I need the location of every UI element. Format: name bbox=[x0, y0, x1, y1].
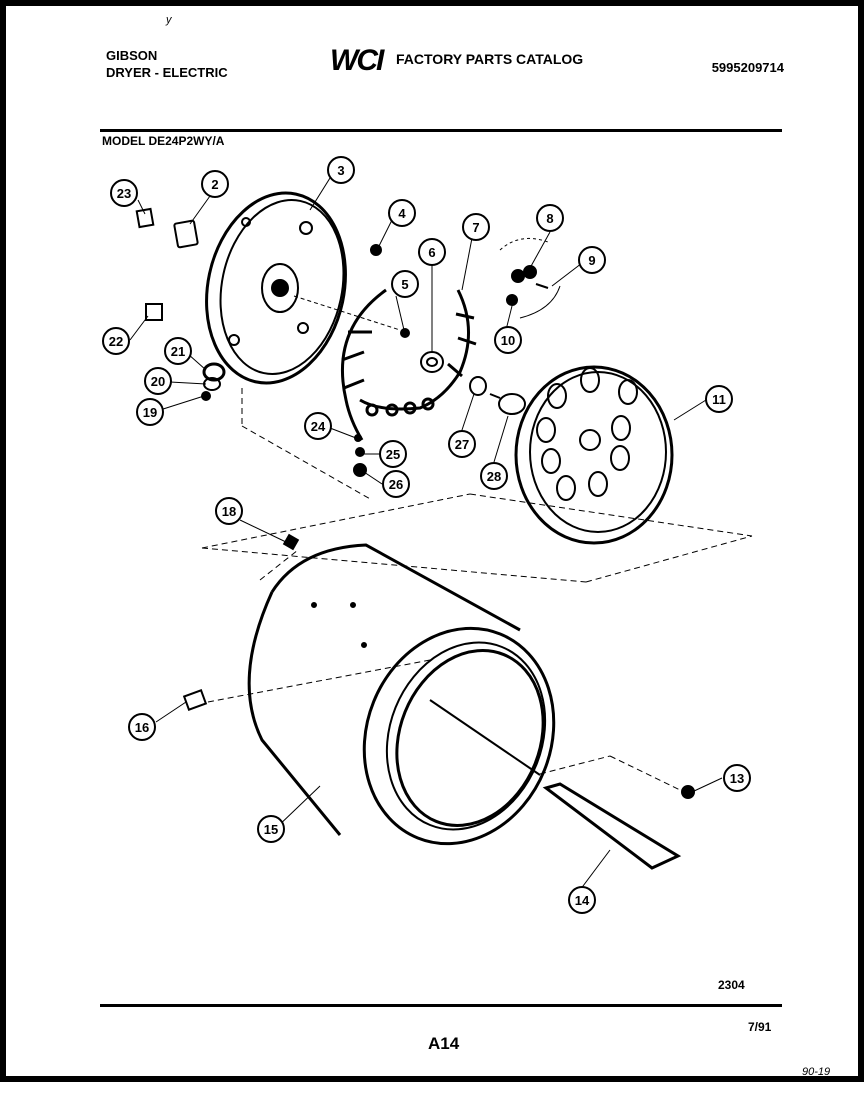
callout-label: 25 bbox=[386, 447, 400, 462]
wci-logo: WCI bbox=[330, 44, 387, 74]
callout-26: 26 bbox=[382, 470, 410, 498]
callout-7: 7 bbox=[462, 213, 490, 241]
callout-4: 4 bbox=[388, 199, 416, 227]
callout-label: 19 bbox=[143, 405, 157, 420]
callout-leaders bbox=[129, 177, 723, 891]
callout-22: 22 bbox=[102, 327, 130, 355]
callout-8: 8 bbox=[536, 204, 564, 232]
heater-harness bbox=[341, 288, 477, 441]
callout-28: 28 bbox=[480, 462, 508, 490]
catalog-title: FACTORY PARTS CATALOG bbox=[396, 51, 584, 67]
callout-label: 6 bbox=[428, 245, 435, 260]
callout-21: 21 bbox=[164, 337, 192, 365]
callout-label: 20 bbox=[151, 374, 165, 389]
assembly-lines bbox=[201, 388, 753, 791]
detail-parts bbox=[499, 237, 561, 319]
callout-20: 20 bbox=[144, 367, 172, 395]
callout-13: 13 bbox=[723, 764, 751, 792]
scan-border-right bbox=[858, 0, 864, 1082]
callout-label: 18 bbox=[222, 504, 236, 519]
callout-label: 23 bbox=[117, 186, 131, 201]
brand-name: GIBSON bbox=[106, 48, 158, 63]
bearing-parts bbox=[469, 376, 526, 415]
callout-25: 25 bbox=[379, 440, 407, 468]
callout-label: 14 bbox=[575, 893, 590, 908]
callout-label: 10 bbox=[501, 333, 515, 348]
callout-23: 23 bbox=[110, 179, 138, 207]
callout-15: 15 bbox=[257, 815, 285, 843]
callout-10: 10 bbox=[494, 326, 522, 354]
callout-16: 16 bbox=[128, 713, 156, 741]
catalog-header: WCI FACTORY PARTS CATALOG bbox=[330, 44, 583, 74]
scan-border-top bbox=[0, 0, 864, 6]
front-bulkhead bbox=[514, 365, 674, 545]
callout-9: 9 bbox=[578, 246, 606, 274]
scan-border-bottom bbox=[0, 1076, 864, 1082]
part-number: 5995209714 bbox=[711, 60, 784, 75]
callout-label: 22 bbox=[109, 334, 123, 349]
callout-label: 24 bbox=[311, 419, 326, 434]
product-type: DRYER - ELECTRIC bbox=[106, 65, 228, 80]
callout-5: 5 bbox=[391, 270, 419, 298]
callout-label: 4 bbox=[398, 206, 406, 221]
callout-3: 3 bbox=[327, 156, 355, 184]
dryer-drum bbox=[247, 543, 556, 846]
callout-14: 14 bbox=[568, 886, 596, 914]
callout-label: 8 bbox=[546, 211, 553, 226]
header-rule bbox=[100, 129, 782, 132]
svg-text:WCI: WCI bbox=[330, 44, 385, 74]
callout-19: 19 bbox=[136, 398, 164, 426]
corner-handwritten-mark: y bbox=[166, 14, 172, 26]
callout-label: 3 bbox=[337, 163, 344, 178]
callout-label: 26 bbox=[389, 477, 403, 492]
left-small-parts bbox=[135, 207, 695, 799]
rear-bulkhead bbox=[205, 191, 401, 385]
callout-label: 13 bbox=[730, 771, 744, 786]
callout-label: 28 bbox=[487, 469, 501, 484]
diagram-number: 2304 bbox=[718, 978, 745, 992]
page-label: A14 bbox=[428, 1034, 460, 1053]
thermostat-part bbox=[420, 351, 444, 373]
callout-label: 7 bbox=[472, 220, 479, 235]
callout-label: 11 bbox=[712, 392, 726, 407]
callout-27: 27 bbox=[448, 430, 476, 458]
model-label: MODEL DE24P2WY/A bbox=[102, 134, 225, 148]
callout-label: 9 bbox=[588, 253, 595, 268]
callout-2: 2 bbox=[201, 170, 229, 198]
callout-label: 16 bbox=[135, 720, 149, 735]
scan-border-left bbox=[0, 0, 6, 1082]
drum-baffle bbox=[542, 782, 682, 870]
revision-date: 7/91 bbox=[748, 1020, 772, 1034]
callout-label: 2 bbox=[211, 177, 218, 192]
callout-group: 2345678910111314151618192021222324252627… bbox=[102, 156, 751, 914]
callout-label: 27 bbox=[455, 437, 469, 452]
callout-11: 11 bbox=[705, 385, 733, 413]
callout-18: 18 bbox=[215, 497, 243, 525]
callout-6: 6 bbox=[418, 238, 446, 266]
handwritten-scan-mark: 90-19 bbox=[802, 1066, 831, 1078]
callout-label: 21 bbox=[171, 344, 185, 359]
callout-24: 24 bbox=[304, 412, 332, 440]
footer-rule bbox=[100, 1004, 782, 1007]
callout-label: 15 bbox=[264, 822, 278, 837]
callout-label: 5 bbox=[401, 277, 408, 292]
